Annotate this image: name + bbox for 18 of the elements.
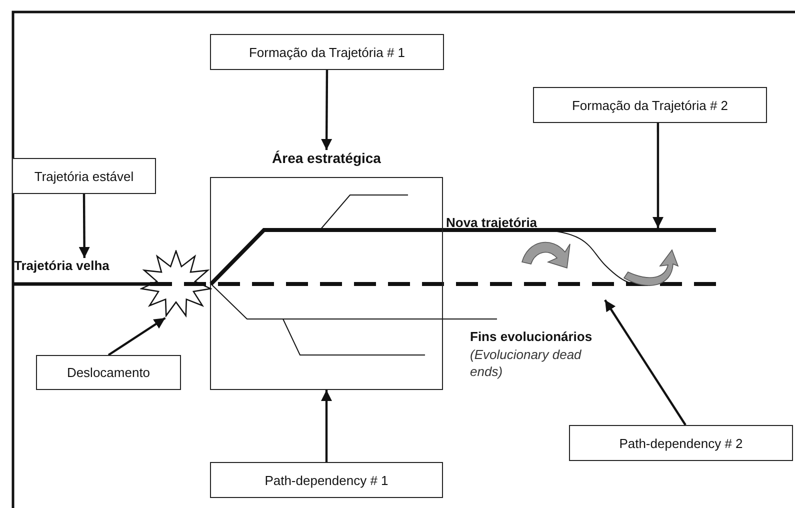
text-box: Deslocamento <box>36 355 181 390</box>
text-box: Path-dependency # 1 <box>210 462 443 498</box>
arrow <box>108 317 166 356</box>
arrow <box>652 123 664 228</box>
arrow <box>604 299 686 426</box>
strategic-area-frame <box>210 150 443 390</box>
text-box: Trajetória estável <box>12 158 156 194</box>
diagram-label: Nova trajetória <box>446 214 538 232</box>
text-box: Formação da Trajetória # 2 <box>533 87 767 123</box>
diagram-label: Fins evolucionários (Evolucionary dead ends) <box>470 328 594 381</box>
trajectory-label: Trajetória velha <box>14 258 142 276</box>
arrow <box>78 194 90 258</box>
text-box: Path-dependency # 2 <box>569 425 793 461</box>
area-heading: Área estratégica <box>271 150 382 166</box>
explosion-starburst <box>140 250 212 318</box>
arrow <box>321 70 332 150</box>
arrow <box>321 390 332 462</box>
text-box: Formação da Trajetória # 1 <box>210 34 444 70</box>
